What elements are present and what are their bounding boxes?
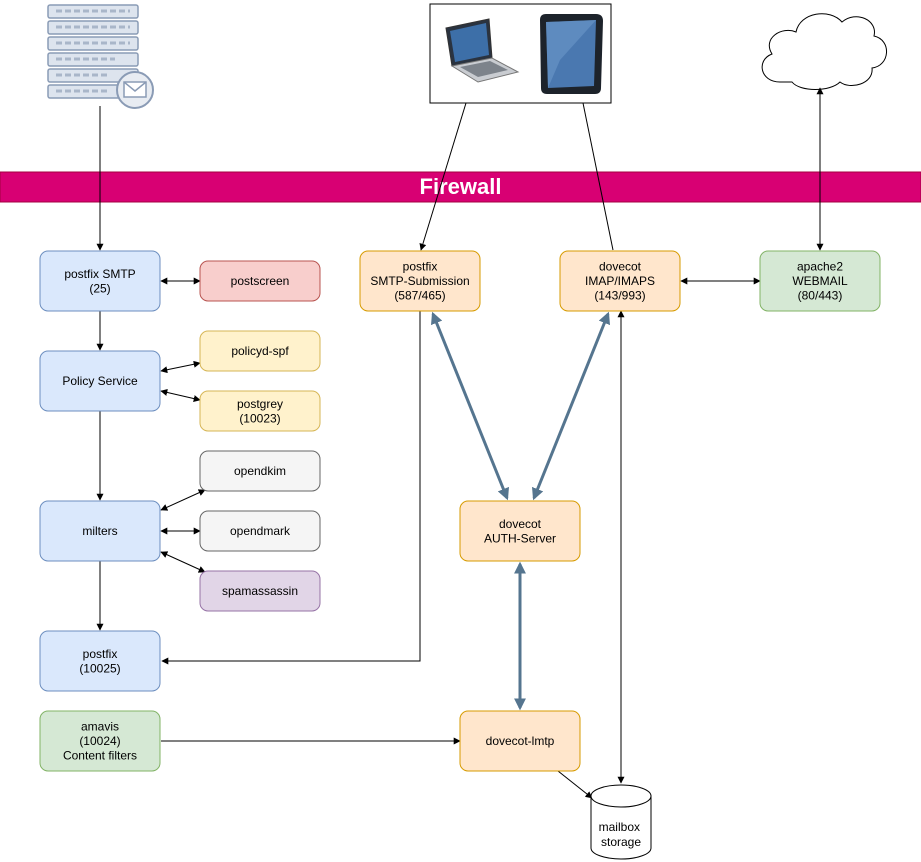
mailbox-storage-cylinder (590, 784, 652, 860)
amavis-node: amavis(10024)Content filters (39, 710, 161, 772)
postgrey-node-box (199, 390, 321, 432)
policy-postgrey-arrow (160, 389, 201, 402)
policy-service-node-box (39, 350, 161, 412)
milters-node: milters (39, 500, 161, 562)
tablet-icon (540, 14, 603, 94)
dovecot-auth-node-box (459, 500, 581, 562)
firewall-bar (0, 171, 921, 203)
policyd-spf-node-box (199, 330, 321, 372)
device-to-submission-arrow (419, 102, 467, 251)
postscreen-node-box (199, 260, 321, 302)
dovecot-lmtp-node-box (459, 710, 581, 772)
postscreen-node-label: postscreen (231, 274, 290, 288)
firewall-label: Firewall (420, 174, 502, 199)
milters-node-box (39, 500, 161, 562)
postfix-smtp-node-box (39, 250, 161, 312)
dovecot-imap-node-box (559, 250, 681, 312)
internet-cloud-icon (761, 13, 887, 90)
postgrey-node: postgrey(10023) (199, 390, 321, 432)
milters-opendkim-arrow (160, 489, 206, 511)
postfix-10025-node-box (39, 630, 161, 692)
spamassassin-node: spamassassin (199, 570, 321, 612)
policy-service-node-label: Policy Service (62, 374, 138, 388)
milters-node-label: milters (82, 524, 117, 538)
opendkim-node-box (199, 450, 321, 492)
spamassassin-node-label: spamassassin (222, 584, 298, 598)
amavis-node-box (39, 710, 161, 772)
dovecot-lmtp-node: dovecot-lmtp (459, 710, 581, 772)
spamassassin-node-box (199, 570, 321, 612)
postgrey-node-label: postgrey(10023) (237, 397, 283, 426)
connectors (96, 87, 824, 799)
mail-server-icon (47, 4, 154, 109)
opendmark-node-label: opendmark (230, 524, 291, 538)
laptop-icon (445, 18, 520, 83)
policyd-spf-node-label: policyd-spf (231, 344, 289, 358)
lmtp-to-mailbox-arrow (557, 770, 593, 799)
dovecot-lmtp-node-label: dovecot-lmtp (486, 734, 555, 748)
milters-spamassassin-arrow (160, 551, 206, 573)
submission-auth-arrow (431, 311, 509, 501)
policy-service-node: Policy Service (39, 350, 161, 412)
device-to-dovecot-line (582, 102, 614, 251)
policyd-spf-node: policyd-spf (199, 330, 321, 372)
auth-connectors (431, 311, 610, 711)
opendkim-node: opendkim (199, 450, 321, 492)
opendmark-node: opendmark (199, 510, 321, 552)
postfix-10025-node: postfix(10025) (39, 630, 161, 692)
submission-to-postfix-arrow (161, 311, 421, 665)
apache2-webmail-node-box (759, 250, 881, 312)
postscreen-node: postscreen (199, 260, 321, 302)
postfix-10025-node-label: postfix(10025) (79, 647, 120, 676)
opendkim-node-label: opendkim (234, 464, 286, 478)
imap-auth-arrow (532, 311, 610, 501)
postfix-submission-node-box (359, 250, 481, 312)
mailbox-storage-label: mailbox storage (599, 820, 644, 849)
postfix-smtp-node-label: postfix SMTP(25) (64, 267, 135, 296)
policy-spf-arrow (160, 360, 201, 374)
opendmark-node-box (199, 510, 321, 552)
amavis-node-label: amavis(10024)Content filters (63, 720, 137, 763)
postfix-smtp-node: postfix SMTP(25) (39, 250, 161, 312)
